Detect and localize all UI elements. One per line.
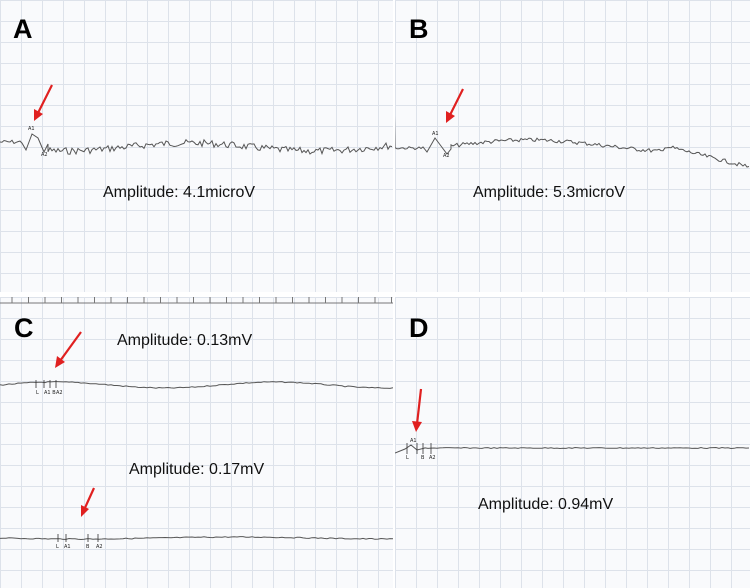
panel-label-b: B [409, 14, 429, 44]
panel-c: L A1 B A2 L A1 B A2 C Amplitude: 0.13mV … [0, 297, 393, 588]
panel-a: A1 A2 A Amplitude: 4.1microV [0, 0, 393, 292]
marker-c-a1b: A1 B [44, 390, 56, 396]
marker-d-a1: A1 [410, 438, 417, 444]
trace-a: A1 A2 [0, 84, 393, 158]
marker-d-a2: A2 [429, 455, 436, 461]
marker-c2-b: B [86, 544, 90, 550]
waveform-c-upper [0, 381, 393, 389]
trace-c: L A1 B A2 L A1 B A2 [0, 297, 393, 550]
waveform-b [395, 115, 750, 168]
panel-label-a: A [13, 14, 33, 44]
trace-d: A1 L B A2 [395, 388, 750, 461]
marker-c-l: L [36, 390, 39, 396]
marker-d-b: B [421, 455, 425, 461]
marker-a2: A2 [41, 152, 48, 158]
waveform-c-lower [0, 536, 393, 541]
marker-c2-a2: A2 [96, 544, 103, 550]
amplitude-c-upper: Amplitude: 0.13mV [117, 332, 253, 349]
amplitude-d: Amplitude: 0.94mV [478, 496, 614, 513]
marker-d-l: L [406, 455, 409, 461]
red-arrow-c-lower [82, 487, 96, 511]
red-arrow-b [449, 88, 464, 116]
amplitude-b: Amplitude: 5.3microV [473, 184, 626, 201]
red-arrow-d [415, 388, 423, 425]
panel-b: A1 A2 B Amplitude: 5.3microV [395, 0, 750, 292]
marker-c-a2: A2 [56, 390, 63, 396]
red-arrow-c-upper [59, 331, 82, 362]
amplitude-c-lower: Amplitude: 0.17mV [129, 461, 265, 478]
marker-a1: A1 [28, 126, 35, 132]
marker-b-a1: A1 [432, 131, 439, 137]
panel-d: A1 L B A2 D Amplitude: 0.94mV [395, 297, 750, 588]
red-arrow-a [37, 84, 53, 114]
red-arrow-d-head [412, 421, 422, 432]
trace-b: A1 A2 [395, 88, 750, 168]
red-arrow-a-head [34, 109, 43, 121]
waveform-a [0, 133, 393, 156]
panel-label-d: D [409, 313, 429, 343]
red-arrow-c-upper-head [55, 356, 65, 368]
marker-c2-a1: A1 [64, 544, 71, 550]
marker-c2-l: L [56, 544, 59, 550]
red-arrow-c-lower-head [81, 505, 89, 517]
marker-b-a2: A2 [443, 153, 450, 159]
amplitude-a: Amplitude: 4.1microV [103, 184, 256, 201]
waveform-d [395, 444, 750, 454]
red-arrow-b-head [446, 111, 455, 123]
panel-label-c: C [14, 313, 34, 343]
